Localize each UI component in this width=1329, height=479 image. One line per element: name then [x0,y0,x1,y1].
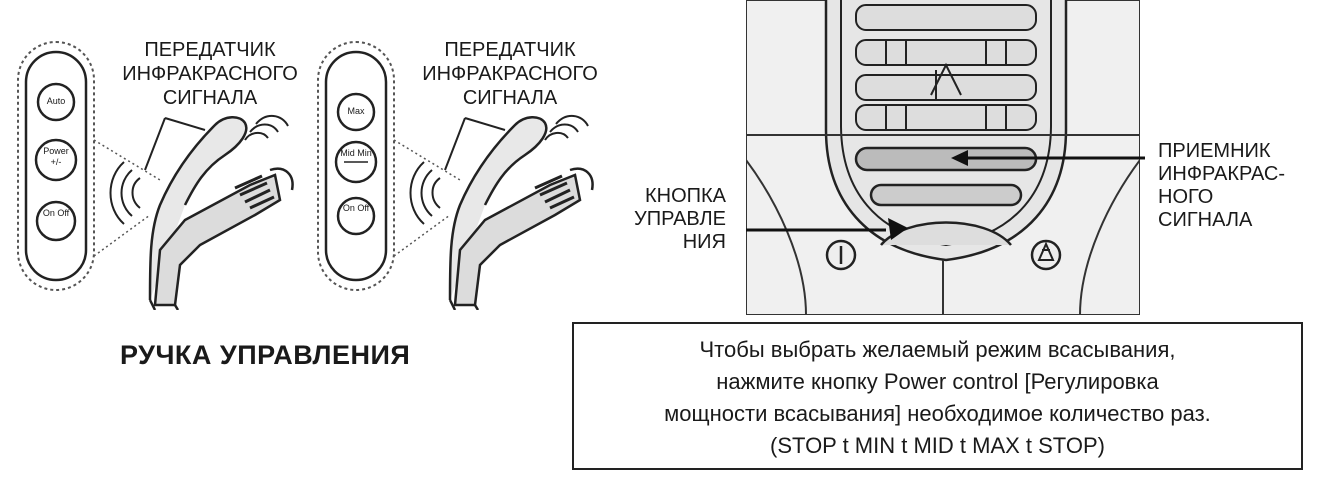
remote-1-button-auto: Auto [46,96,66,106]
remote-2-button-max: Max [347,106,365,116]
handle-illustration-auto [17,41,294,310]
control-button-label: КНОПКА УПРАВЛЕ НИЯ [633,185,726,253]
remote-2-button-midmin: Mid Min [340,148,372,158]
remote-1-button-power: Power +/- [43,146,69,167]
receiver-pointer-line [1030,156,1145,160]
handle-illustration-max [317,41,594,310]
receiver-label: ПРИЕМНИК ИНФРАКРАС- НОГО СИГНАЛА [1158,140,1286,231]
transmitter-label-2: ПЕРЕДАТЧИК ИНФРАКРАСНОГО СИГНАЛА [422,39,598,109]
note-line: Чтобы выбрать желаемый режим всасывания, [699,337,1176,362]
transmitter-label-1: ПЕРЕДАТЧИК ИНФРАКРАСНОГО СИГНАЛА [122,39,298,109]
remote-1-button-onoff: On Off [42,208,70,218]
note-line: (STOP t MIN t MID t MAX t STOP) [770,433,1105,458]
note-line: нажмите кнопку Power control [Регулировк… [716,369,1159,394]
remote-2-button-onoff: On Off [342,203,370,213]
note-line: мощности всасывания] необходимое количес… [664,401,1211,426]
handle-caption: РУЧКА УПРАВЛЕНИЯ [120,340,411,370]
instruction-note: Чтобы выбрать желаемый режим всасывания,… [572,322,1303,470]
